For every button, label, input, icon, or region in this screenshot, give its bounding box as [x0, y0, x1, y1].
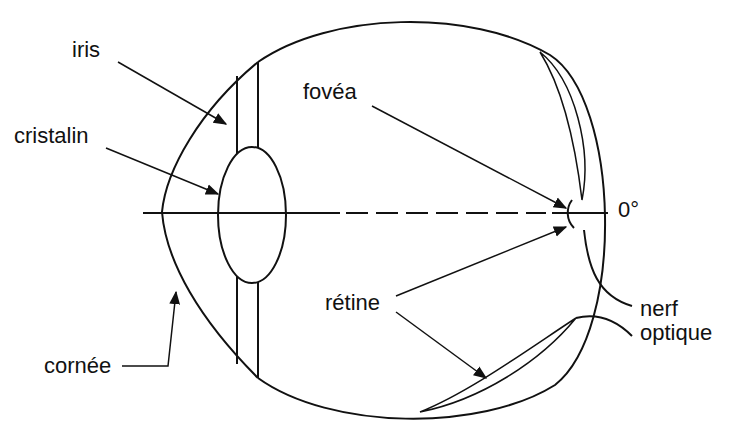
leader-arrow: [396, 227, 566, 296]
optical-axis: [143, 212, 340, 214]
eyeball-outline: [258, 22, 605, 419]
optical-axis: [218, 212, 286, 214]
optic-nerve: [576, 316, 632, 336]
part-label: iris: [72, 38, 100, 62]
lens-shape: [218, 147, 286, 283]
part-label: nerf optique: [640, 297, 712, 345]
fovea-pit: [568, 200, 574, 228]
leader-arrow: [396, 312, 486, 378]
optical-axis: [346, 212, 546, 214]
part-label: cornée: [44, 354, 111, 378]
optical-axis: [552, 212, 608, 214]
angle-label: 0°: [618, 198, 639, 222]
leader-arrow: [118, 62, 226, 124]
leader-arrow: [372, 106, 566, 208]
part-label: rétine: [325, 291, 380, 315]
part-label: fovéa: [303, 80, 357, 104]
part-label: cristalin: [14, 124, 89, 148]
leader-arrow: [122, 292, 176, 366]
optic-nerve: [584, 230, 632, 306]
leader-arrow: [106, 148, 218, 194]
retina-layer: [420, 318, 576, 412]
retina-layer: [540, 52, 585, 200]
